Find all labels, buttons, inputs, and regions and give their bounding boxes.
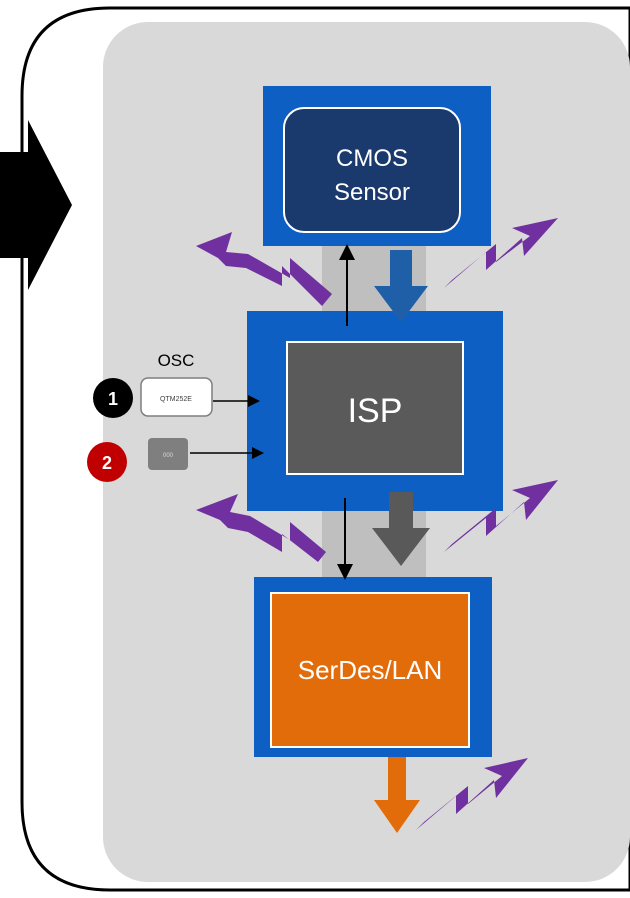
emission-arrow-isp-right (444, 480, 558, 552)
flow-arrow-isp-to-serdes (372, 492, 430, 566)
osc-chip-2 (148, 438, 188, 470)
emission-arrow-serdes-right (416, 758, 528, 830)
sensor-chip (283, 107, 461, 233)
isp-label: ISP (348, 392, 403, 430)
sensor-label-line1: CMOS (336, 145, 408, 172)
badge-1 (93, 378, 133, 418)
output-arrow-serdes (374, 757, 420, 833)
pointer-arrow (0, 120, 72, 290)
osc-chip-1-marking: QTM252E (160, 396, 192, 403)
osc-heading: OSC (158, 351, 195, 370)
serdes-label: SerDes/LAN (298, 655, 443, 685)
badge-2-label: 2 (102, 453, 112, 473)
isp-chip (286, 341, 464, 475)
badge-2 (87, 442, 127, 482)
emission-arrow-sensor-right (444, 218, 558, 288)
serdes-chip (270, 592, 470, 748)
osc-chip-1 (140, 377, 213, 417)
flow-arrow-sensor-to-isp (374, 250, 428, 322)
badge-1-label: 1 (108, 389, 118, 409)
emission-arrows (196, 218, 558, 830)
emission-arrow-isp-left (196, 494, 326, 562)
osc-chip-2-marking: 000 (163, 453, 174, 459)
sensor-label-line2: Sensor (334, 179, 410, 206)
emission-arrow-sensor-left (196, 232, 332, 306)
